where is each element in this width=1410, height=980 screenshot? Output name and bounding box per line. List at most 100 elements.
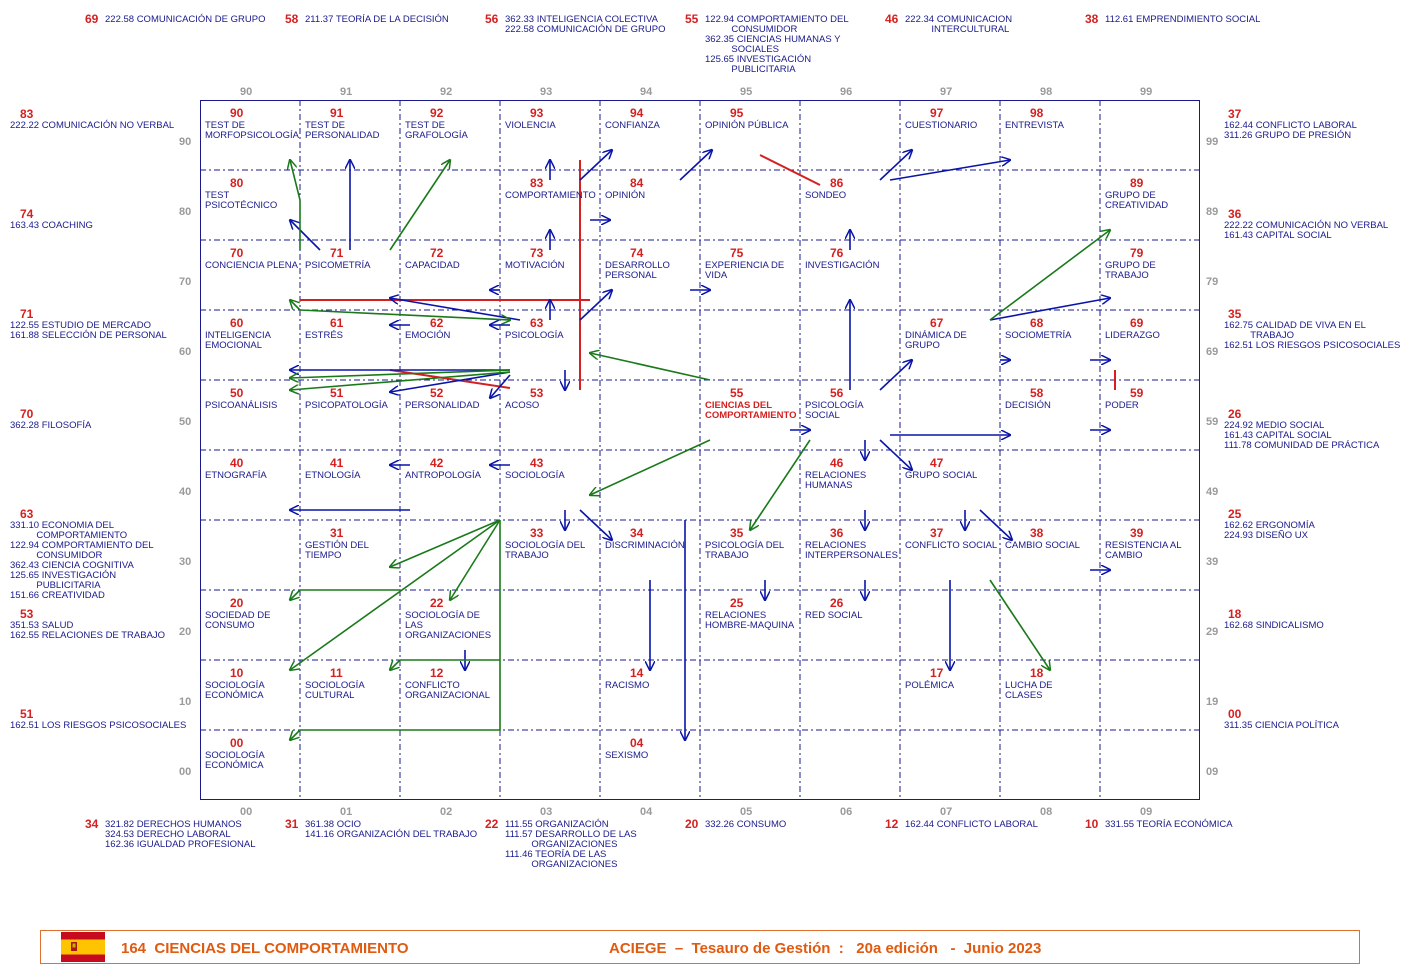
green-arrow xyxy=(290,369,511,378)
axis-label: 00 xyxy=(179,766,192,778)
axis-label: 69 xyxy=(1206,346,1219,358)
axis-label: 92 xyxy=(440,86,453,98)
grid-lines xyxy=(200,100,1200,800)
axis-label: 07 xyxy=(940,806,953,818)
green-arrow xyxy=(290,519,501,670)
green-arrow xyxy=(290,371,511,390)
blue-arrow xyxy=(290,220,321,251)
axis-label: 30 xyxy=(179,556,192,568)
axis-label: 90 xyxy=(179,136,192,148)
axis-label: 89 xyxy=(1206,206,1219,218)
axis-label: 03 xyxy=(540,806,553,818)
axis-label: 70 xyxy=(179,276,192,288)
green-arrow xyxy=(299,309,510,320)
axis-label: 96 xyxy=(840,86,853,98)
axis-label: 10 xyxy=(179,696,192,708)
axis-label: 91 xyxy=(340,86,353,98)
axis-label: 20 xyxy=(179,626,192,638)
blue-arrow xyxy=(879,360,912,391)
axis-label: 29 xyxy=(1206,626,1219,638)
footer-banner: 164 CIENCIAS DEL COMPORTAMIENTO ACIEGE –… xyxy=(40,930,1360,964)
blue-arrow xyxy=(579,150,612,181)
axis-label: 94 xyxy=(640,86,653,98)
axis-label: 09 xyxy=(1206,766,1219,778)
green-arrow xyxy=(750,439,811,530)
green-arrow xyxy=(590,439,711,495)
axis-label: 39 xyxy=(1206,556,1219,568)
blue-arrow xyxy=(879,150,912,181)
arrows xyxy=(290,150,1116,740)
blue-arrow xyxy=(989,298,1110,321)
footer-title: 164 CIENCIAS DEL COMPORTAMIENTO xyxy=(121,940,409,957)
footer-source: ACIEGE – Tesauro de Gestión : 20a edició… xyxy=(609,940,1042,957)
axis-label: 01 xyxy=(340,806,353,818)
axis-label: 99 xyxy=(1206,136,1219,148)
spain-flag-icon xyxy=(61,932,105,962)
axis-label: 50 xyxy=(179,416,192,428)
blue-arrow xyxy=(679,150,712,181)
